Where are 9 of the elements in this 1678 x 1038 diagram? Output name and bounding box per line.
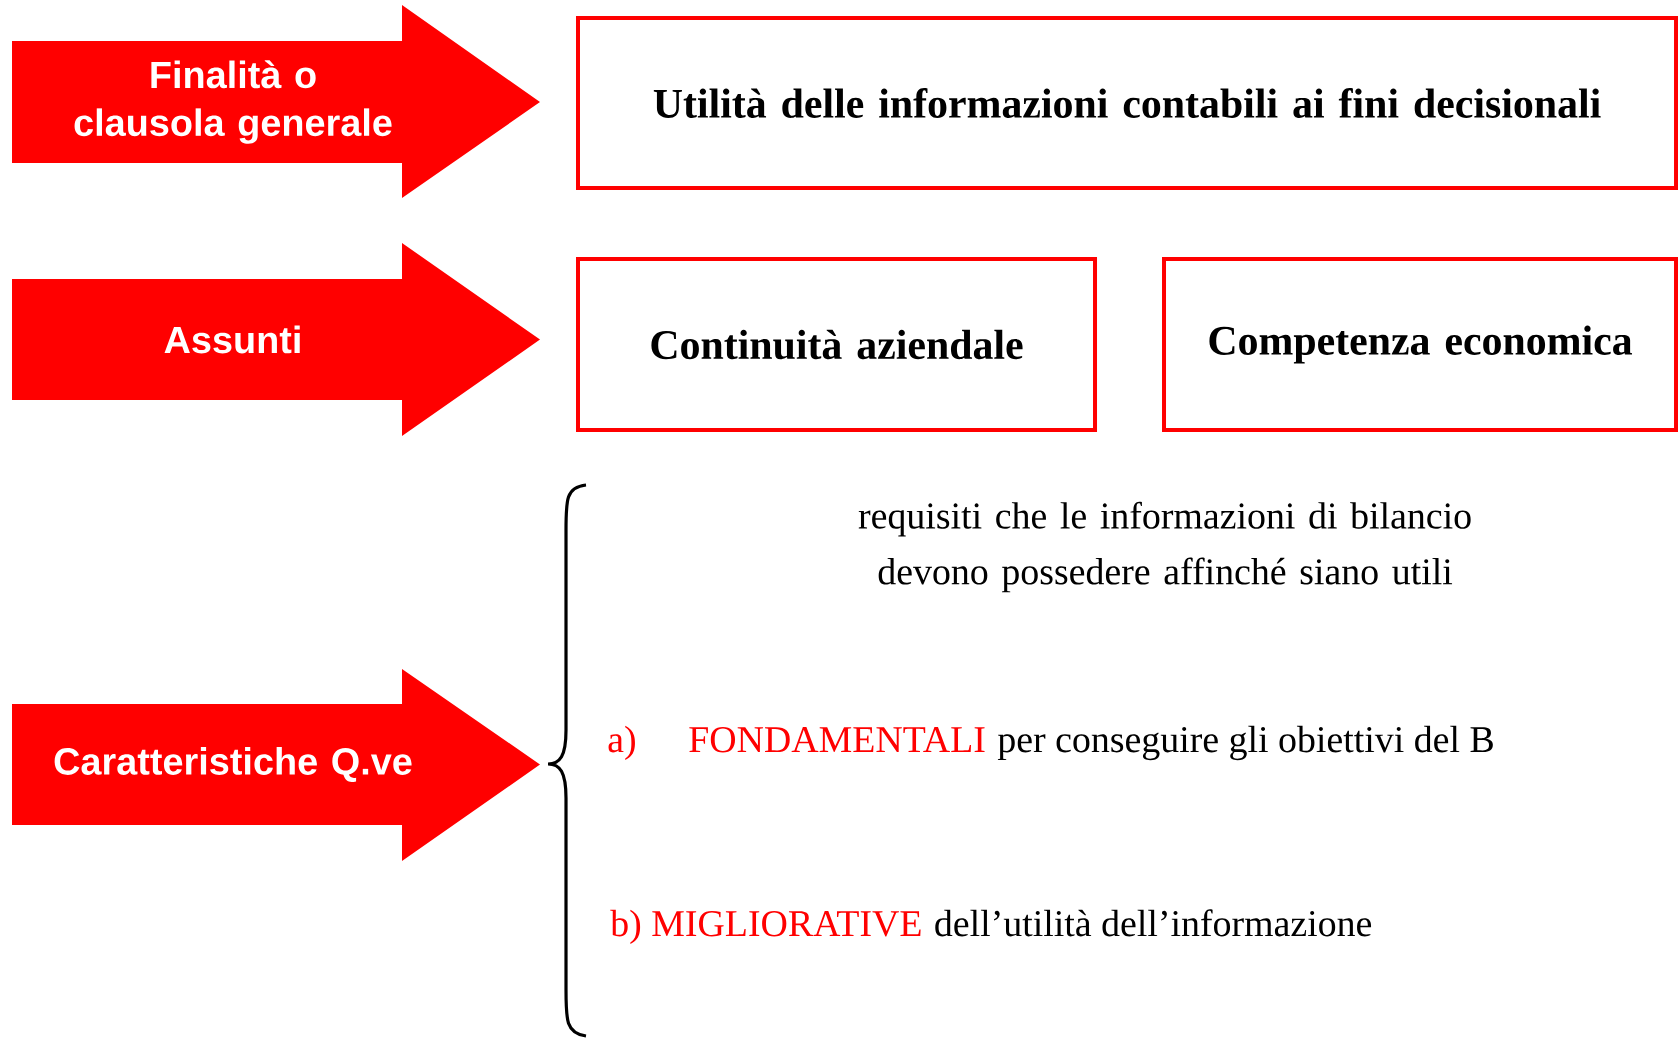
- description-text: requisiti che le informazioni di bilancio devono possedere affinché siano utili: [858, 501, 1471, 593]
- category-term: FONDAMENTALI: [689, 726, 985, 753]
- list-marker: a): [608, 725, 635, 761]
- text-box: Competenza economica: [1162, 257, 1678, 432]
- category-term: b) MIGLIORATIVE: [610, 909, 921, 945]
- text-box: Utilità delle informazioni contabili ai fini decisionali: [576, 16, 1678, 190]
- description-text: per conseguire gli obiettivi del B: [997, 725, 1493, 761]
- description-text: dell’utilità dell’informazione: [935, 909, 1372, 937]
- text-box: Continuità aziendale: [576, 257, 1097, 432]
